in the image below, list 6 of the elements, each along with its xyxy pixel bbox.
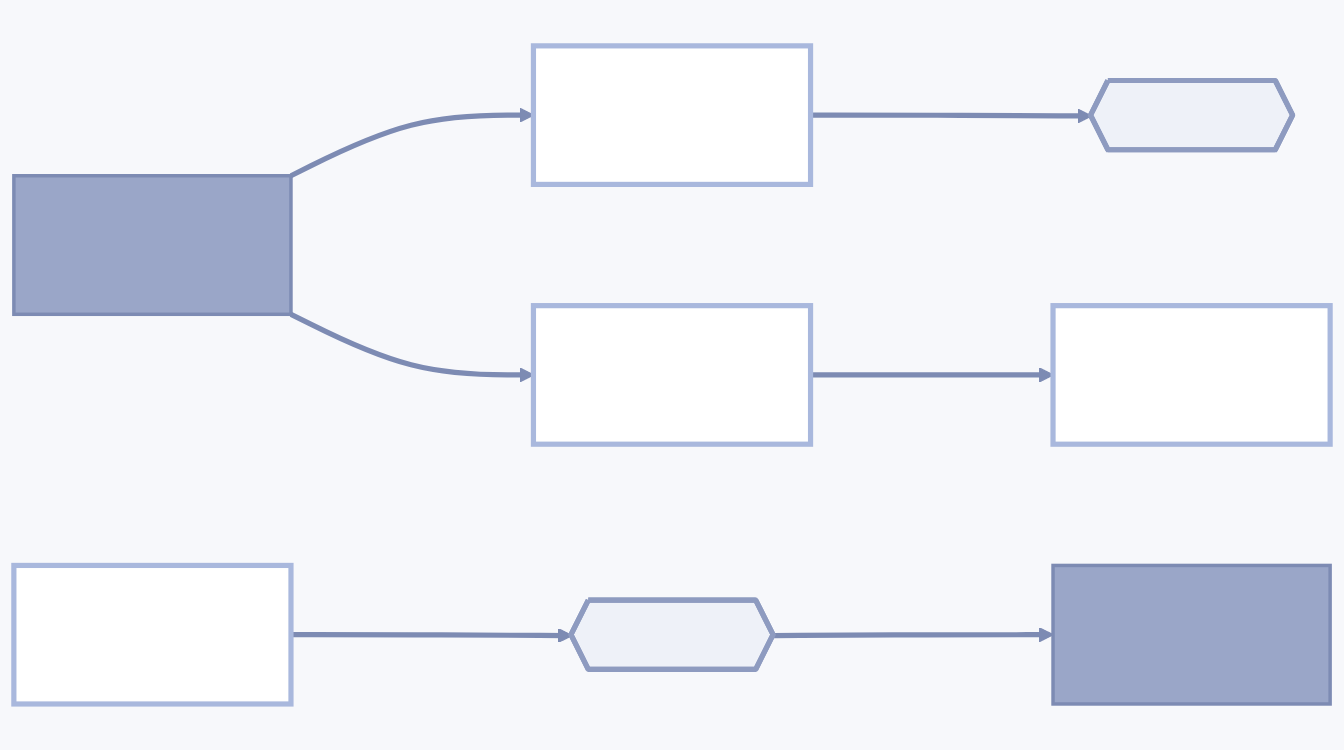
node-box [1050,303,1333,447]
node-box [12,174,293,317]
node-box [11,562,294,707]
node-box [1051,563,1332,706]
node-box [530,303,814,447]
node-box [530,43,814,188]
